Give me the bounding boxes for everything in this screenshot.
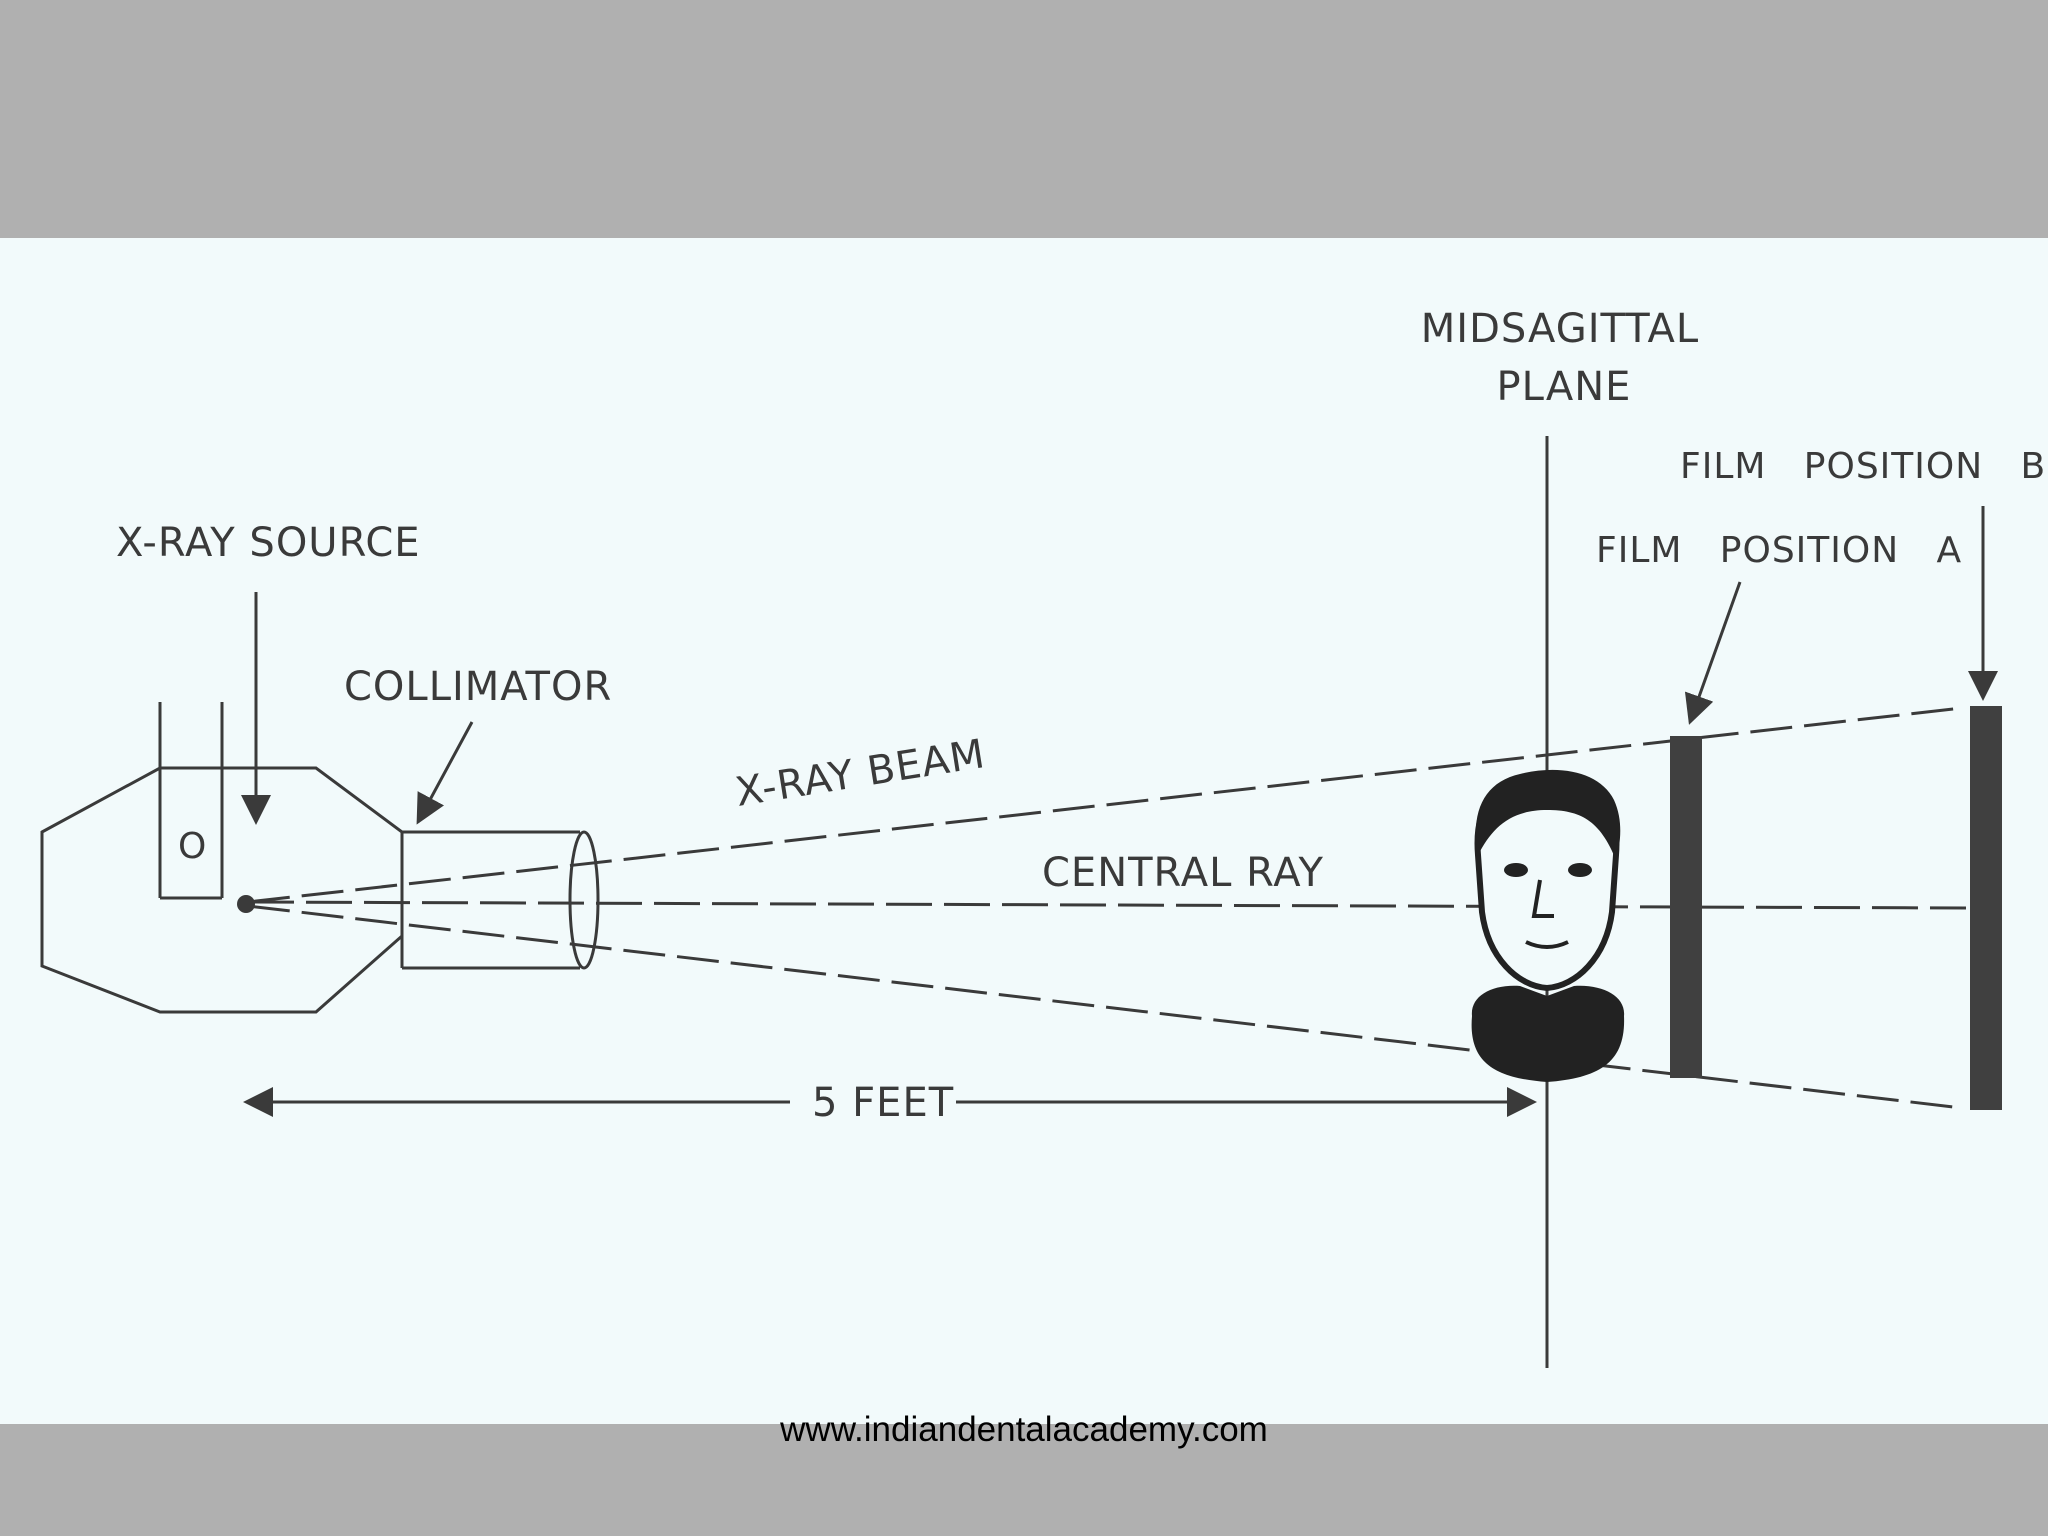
central-ray-label: CENTRAL RAY — [1042, 850, 1324, 896]
film-position-a-label: FILM POSITION A — [1596, 530, 1962, 571]
tube-marker-label: O — [178, 826, 207, 867]
film-position-b-cassette — [1970, 706, 2002, 1110]
xray-source-label: X-RAY SOURCE — [116, 520, 421, 566]
focal-spot — [237, 895, 255, 913]
distance-label: 5 FEET — [812, 1080, 954, 1126]
collimator-opening — [568, 830, 600, 970]
collimator-arrow — [416, 721, 474, 825]
midsagittal-label-line1: MIDSAGITTAL — [1421, 306, 1699, 352]
xray-beam-label: X-RAY BEAM — [732, 731, 988, 816]
footer-url: www.indiandentalacademy.com — [780, 1410, 1268, 1449]
xray-beam-lower-edge — [247, 904, 1963, 1110]
top-band — [0, 0, 2048, 238]
patient-head-icon — [1471, 769, 1625, 1082]
collimator-label: COLLIMATOR — [344, 664, 612, 710]
collimator-body — [400, 830, 580, 970]
film-position-b-label: FILM POSITION B — [1680, 446, 2046, 487]
film-a-arrow — [1684, 581, 1742, 725]
bottom-band — [0, 1424, 2048, 1536]
midsagittal-label-line2: PLANE — [1497, 364, 1632, 410]
central-ray-line — [247, 900, 1967, 910]
diagram-panel — [0, 238, 2048, 1424]
film-position-a-cassette — [1670, 736, 1702, 1078]
